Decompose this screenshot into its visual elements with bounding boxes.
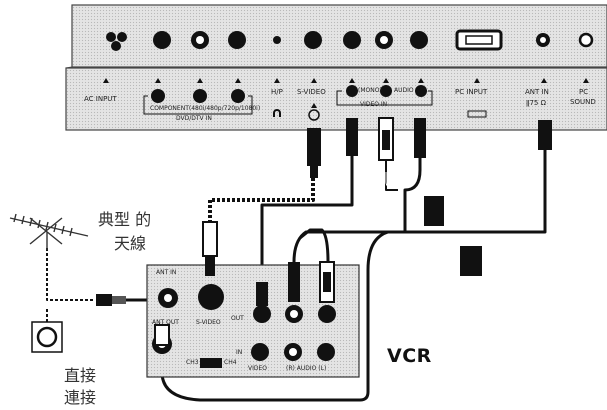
vcr-label-video: VIDEO [248, 365, 268, 372]
vcr-title: VCR [387, 345, 432, 367]
antenna-plug-icon [96, 294, 126, 306]
vcr-label-s-video: S-VIDEO [196, 319, 221, 326]
vcr-label-ant-in: ANT IN [156, 269, 177, 276]
label-ant-ohm: ǁ75 Ω [526, 99, 546, 107]
label-component: COMPONENT(480i/480p/720p/1080i) [150, 105, 261, 112]
vcr-label-ch4: CH4 [224, 359, 237, 366]
black-square-lower [460, 246, 482, 276]
black-square-upper [424, 196, 444, 226]
vcr-plugs [154, 221, 335, 346]
label-dvd-dtv-in: DVD/DTV IN [176, 115, 212, 122]
tv-back-panel [65, 4, 607, 131]
wall-outlet-icon [31, 321, 63, 353]
label-pc: PC [579, 88, 589, 96]
antenna-icon [9, 213, 89, 250]
annotation-antenna-line1: 典型 的 [98, 210, 152, 229]
annotation-direct-line2: 連接 [64, 388, 97, 407]
label-s-video: S-VIDEO [297, 88, 326, 96]
label-mono: (MONO) [358, 87, 382, 94]
label-video-in: VIDEO IN [360, 101, 388, 108]
label-pc-input: PC INPUT [455, 88, 488, 96]
vcr-label-ant-out: ANT OUT [152, 319, 179, 326]
tv-brackets [143, 90, 433, 115]
tv-bottom-jacks [103, 78, 589, 121]
label-sound: SOUND [570, 98, 596, 106]
vcr-label-audio-rl: (R) AUDIO (L) [286, 365, 327, 372]
tv-plugs [307, 117, 552, 178]
vcr-label-out: OUT [231, 315, 244, 322]
vcr-label-in: IN [236, 349, 243, 356]
tv-top-jacks [106, 29, 594, 51]
annotation-direct-line1: 直接 [64, 366, 97, 385]
label-ac-input: AC INPUT [84, 95, 117, 103]
label-hp: H/P [271, 88, 283, 96]
vcr-label-ch3: CH3 [186, 359, 199, 366]
annotation-antenna-line2: 天線 [114, 234, 147, 253]
label-ant-in: ANT IN [525, 88, 549, 96]
label-audio: AUDIO [394, 87, 414, 94]
